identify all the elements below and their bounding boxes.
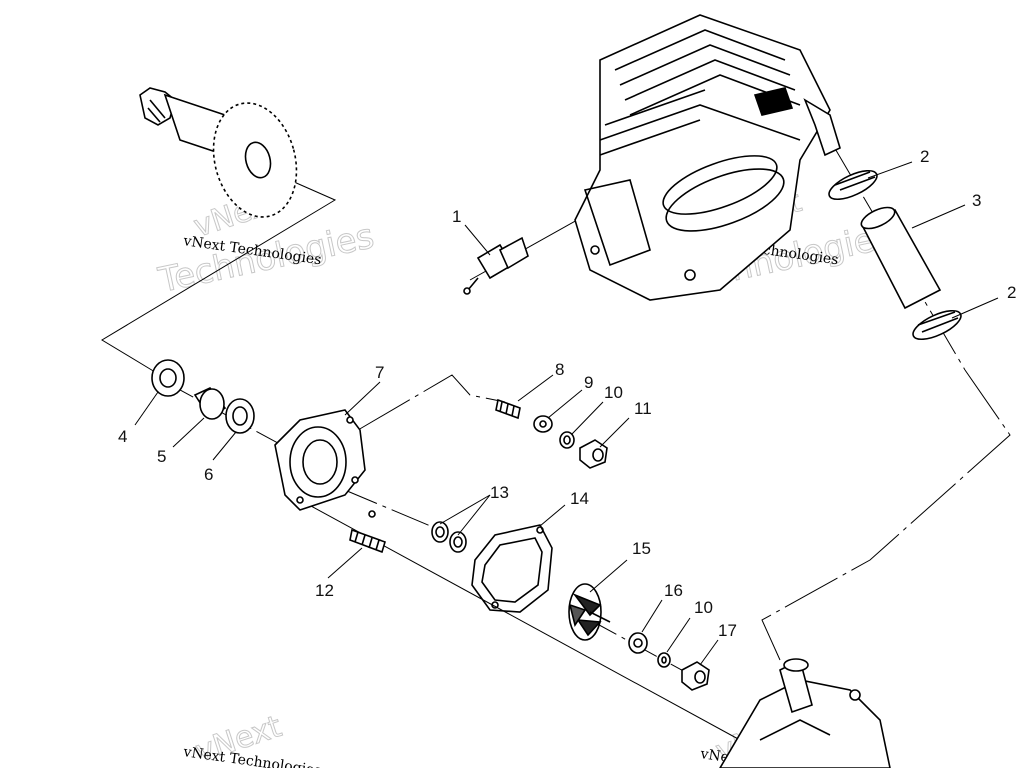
callout-12: 12 <box>315 581 334 600</box>
part-7-pump-cover <box>275 410 365 510</box>
callout-10-top: 10 <box>604 383 623 402</box>
pump-housing <box>720 659 890 768</box>
callout-5: 5 <box>157 447 166 466</box>
engine-cylinder <box>575 15 840 300</box>
part-17-nut <box>682 662 709 690</box>
part-2-clamp-bottom <box>909 305 965 345</box>
part-3-hose <box>858 203 940 308</box>
callout-8: 8 <box>555 360 564 379</box>
part-12-stud <box>350 530 385 552</box>
part-13-o-rings <box>369 511 466 552</box>
part-15-impeller <box>569 584 610 640</box>
callout-17: 17 <box>718 621 737 640</box>
callout-15: 15 <box>632 539 651 558</box>
part-14-gasket <box>472 525 552 612</box>
part-5-bushing <box>195 388 225 419</box>
part-1-sensor <box>464 238 528 294</box>
callout-4: 4 <box>118 427 127 446</box>
part-4-bearing <box>152 360 184 396</box>
assembly-line-shaft <box>339 487 441 531</box>
gear-shaft <box>140 88 309 226</box>
callout-10-bottom: 10 <box>694 598 713 617</box>
callout-9: 9 <box>584 373 593 392</box>
assembly-line-gear <box>101 177 337 373</box>
callout-2-bottom: 2 <box>1007 283 1016 302</box>
callout-leaders <box>134 161 999 666</box>
part-10-lock-washer-top <box>560 432 574 448</box>
watermark-bottom-left: vNext vNext Technologies <box>181 709 322 768</box>
part-16-washer <box>629 633 647 653</box>
part-9-washer <box>534 416 552 432</box>
callout-2-top: 2 <box>920 147 929 166</box>
assembly-line-pump <box>761 369 1011 661</box>
part-10-lock-washer-bottom <box>658 653 670 667</box>
callout-7: 7 <box>375 363 384 382</box>
part-6-seal <box>226 399 254 433</box>
part-2-clamp-top <box>825 165 881 205</box>
callout-6: 6 <box>204 465 213 484</box>
part-8-stud <box>496 400 520 418</box>
assembly-line-stud <box>357 374 506 431</box>
callout-13: 13 <box>490 483 509 502</box>
callout-numbers: 1 2 3 2 4 5 6 7 8 9 10 11 12 13 14 15 16… <box>118 147 1016 640</box>
callout-11: 11 <box>634 399 652 418</box>
callout-14: 14 <box>570 489 589 508</box>
callout-16: 16 <box>664 581 683 600</box>
callout-1: 1 <box>452 207 461 226</box>
callout-3: 3 <box>972 191 981 210</box>
